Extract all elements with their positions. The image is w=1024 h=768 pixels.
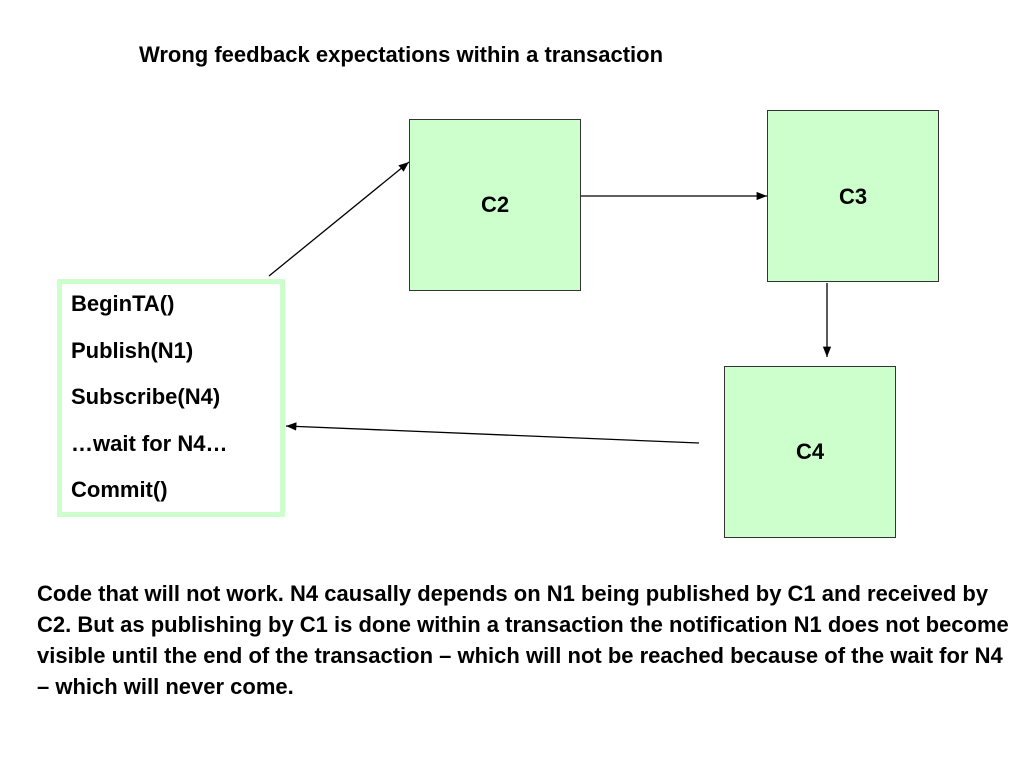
- code-line-wait: …wait for N4…: [71, 430, 228, 456]
- code-line-publish: Publish(N1): [71, 337, 194, 363]
- node-c4-label: C4: [795, 439, 825, 464]
- node-c3: C3: [767, 110, 939, 282]
- arrow-code-to-c2: [268, 161, 410, 277]
- code-line-subscribe: Subscribe(N4): [71, 384, 221, 409]
- node-c2: C2: [409, 119, 581, 291]
- code-line-begin: BeginTA(): [71, 291, 175, 316]
- arrow-c4-to-code: [285, 422, 700, 444]
- node-c2-label: C2: [480, 192, 510, 217]
- code-block: BeginTA() Publish(N1) Subscribe(N4) …wai…: [57, 279, 285, 517]
- code-line-commit: Commit(): [71, 477, 168, 502]
- node-c3-label: C3: [838, 184, 868, 209]
- description-text: Code that will not work. N4 causally dep…: [37, 581, 1009, 699]
- node-c4: C4: [724, 366, 896, 538]
- slide-title: Wrong feedback expectations within a tra…: [139, 42, 664, 67]
